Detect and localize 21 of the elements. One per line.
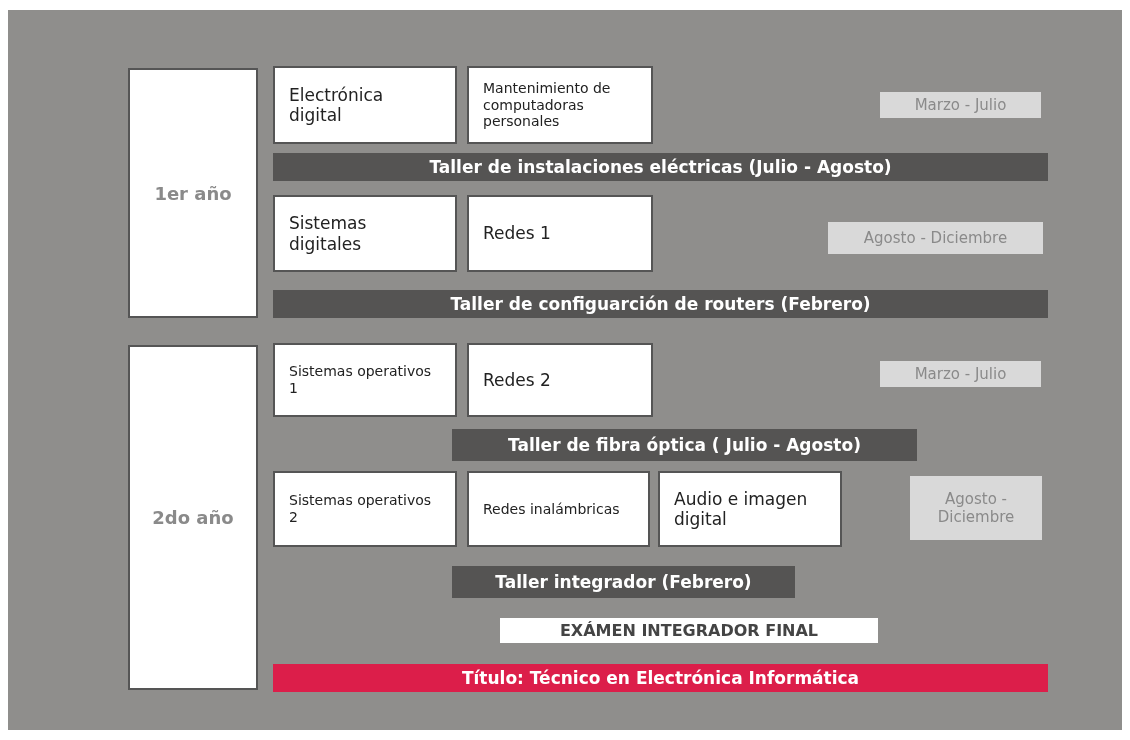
date-badge: Agosto - Diciembre (910, 476, 1042, 540)
workshop-bar: Taller de configuarción de routers (Febrero) (273, 290, 1048, 318)
workshop-bar: Taller de instalaciones eléctricas (Julio - Agosto) (273, 153, 1048, 181)
year-box: 1er año (128, 68, 258, 318)
date-badge: Marzo - Julio (880, 92, 1041, 118)
workshop-bar: Taller de fibra óptica ( Julio - Agosto) (452, 429, 917, 461)
workshop-bar: Taller integrador (Febrero) (452, 566, 795, 598)
course-box: Redes inalámbricas (467, 471, 650, 547)
date-badge: Marzo - Julio (880, 361, 1041, 387)
course-box: Mantenimiento de computadoras personales (467, 66, 653, 144)
course-box: Audio e imagen digital (658, 471, 842, 547)
degree-banner: Título: Técnico en Electrónica Informática (273, 664, 1048, 692)
course-box: Sistemas digitales (273, 195, 457, 272)
exam-banner: EXÁMEN INTEGRADOR FINAL (500, 618, 878, 643)
course-box: Redes 1 (467, 195, 653, 272)
course-box: Sistemas operativos 1 (273, 343, 457, 417)
date-badge: Agosto - Diciembre (828, 222, 1043, 254)
course-box: Electrónica digital (273, 66, 457, 144)
year-box: 2do año (128, 345, 258, 690)
course-box: Sistemas operativos 2 (273, 471, 457, 547)
course-box: Redes 2 (467, 343, 653, 417)
